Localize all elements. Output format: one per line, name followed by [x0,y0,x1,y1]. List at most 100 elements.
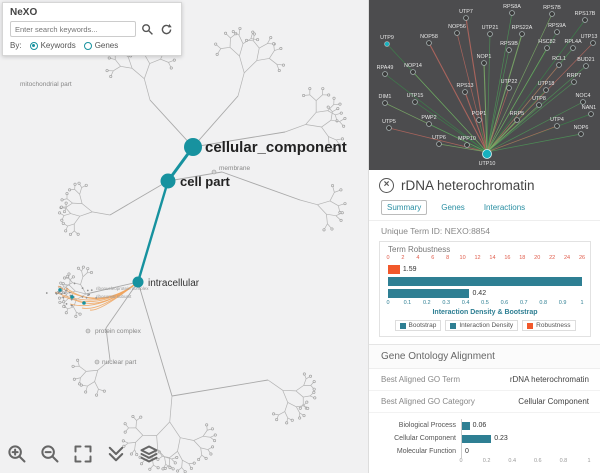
collapse-button[interactable] [105,443,127,465]
gene-label: RRP5 [510,111,524,117]
gene-label: UTP8 [532,96,546,102]
fit-button[interactable] [72,443,94,465]
radio-keywords[interactable]: Keywords [29,41,76,50]
gene-node[interactable] [582,17,588,23]
tree-node-cellular-component[interactable] [184,138,202,156]
tree-label: protein complex [95,328,142,335]
gene-label: UTP9 [380,35,394,41]
axis-tick: 0.8 [539,300,548,306]
gene-node[interactable] [583,63,589,69]
gene-node[interactable] [482,149,492,159]
gene-label: UTP5 [382,119,396,125]
gene-label: NOP58 [420,34,438,40]
legend-swatch [527,322,534,329]
gene-node[interactable] [464,142,470,148]
gene-node[interactable] [556,62,562,68]
go-chart-category: Biological Process [398,422,456,429]
gene-node[interactable] [382,100,388,106]
layers-button[interactable] [138,443,160,465]
gene-node[interactable] [481,60,487,66]
gene-label: RPS8A [503,4,521,10]
search-input[interactable] [10,21,136,37]
close-icon[interactable]: × [379,178,394,193]
gene-label: UTP10 [479,161,496,167]
zoom-out-button[interactable] [39,443,61,465]
term-id: Unique Term ID: NEXO:8854 [381,226,490,236]
term-title: rDNA heterochromatin [401,178,535,193]
legend-label: Robustness [536,322,571,329]
radio-genes[interactable]: Genes [83,41,118,50]
gene-node[interactable] [588,111,594,117]
tree-node-intracellular[interactable] [132,276,144,288]
legend-swatch [399,322,406,329]
gene-label: NOP6 [574,125,589,131]
gene-node[interactable] [487,31,493,37]
gene-node[interactable] [506,85,512,91]
gene-node[interactable] [578,131,584,137]
robustness-chart-title: Term Robustness [388,245,451,254]
radio-unselected-icon [83,41,92,50]
gene-node[interactable] [549,11,555,17]
gene-label: RPS22A [512,25,533,31]
axis-tick: 20 [534,255,541,261]
gene-node[interactable] [476,117,482,123]
axis-tick: 0.9 [558,300,567,306]
tree-node-cell-part[interactable] [160,173,176,189]
gene-node[interactable] [544,45,550,51]
gene-node[interactable] [554,123,560,129]
gene-node[interactable] [509,10,515,16]
tree-label: nuclear part [102,359,137,366]
gene-node[interactable] [554,29,560,35]
gene-node[interactable] [426,121,432,127]
gene-label: UTP13 [581,34,598,40]
gene-node[interactable] [519,31,525,37]
gene-node[interactable] [462,89,468,95]
gene-label: UTP15 [407,93,424,99]
gene-node[interactable] [590,40,596,46]
go-chart-value: 0.23 [494,435,508,442]
gene-node[interactable] [536,102,542,108]
gene-node[interactable] [412,99,418,105]
gene-node[interactable] [571,79,577,85]
gene-node[interactable] [436,141,442,147]
gene-node[interactable] [426,40,432,46]
tab-summary[interactable]: Summary [381,200,428,215]
bar [388,264,400,274]
bottom-axis-label: Interaction Density & Bootstrap [432,309,538,316]
go-row-label: Best Aligned GO Term [381,375,460,384]
go-chart-value: 0.06 [472,422,487,429]
legend-item: Robustness [522,320,576,331]
gene-node[interactable] [386,125,392,131]
gene-node[interactable] [384,41,390,47]
axis-tick: 0.1 [403,300,412,306]
gene-node[interactable] [570,45,576,51]
axis-tick: 0 [386,255,390,261]
refresh-icon[interactable] [159,22,174,37]
legend-item: Interaction Density [445,320,519,331]
axis-tick: 0.7 [519,300,528,306]
gene-node[interactable] [580,99,586,105]
axis-tick: 26 [578,255,586,261]
search-icon[interactable] [140,22,155,37]
gene-node[interactable] [410,69,416,75]
gene-node[interactable] [454,30,460,36]
tree-label: ribosomal subunit [96,294,132,299]
gene-node[interactable] [463,15,469,21]
gene-label: POP1 [472,111,486,117]
gene-node[interactable] [543,87,549,93]
go-chart-category: Molecular Function [396,448,456,455]
zoom-in-button[interactable] [6,443,28,465]
gene-node[interactable] [506,47,512,53]
gene-node[interactable] [382,71,388,77]
tab-genes[interactable]: Genes [441,203,465,212]
axis-tick: 0.4 [508,458,517,464]
gene-node[interactable] [514,117,520,123]
tab-interactions[interactable]: Interactions [483,203,526,212]
